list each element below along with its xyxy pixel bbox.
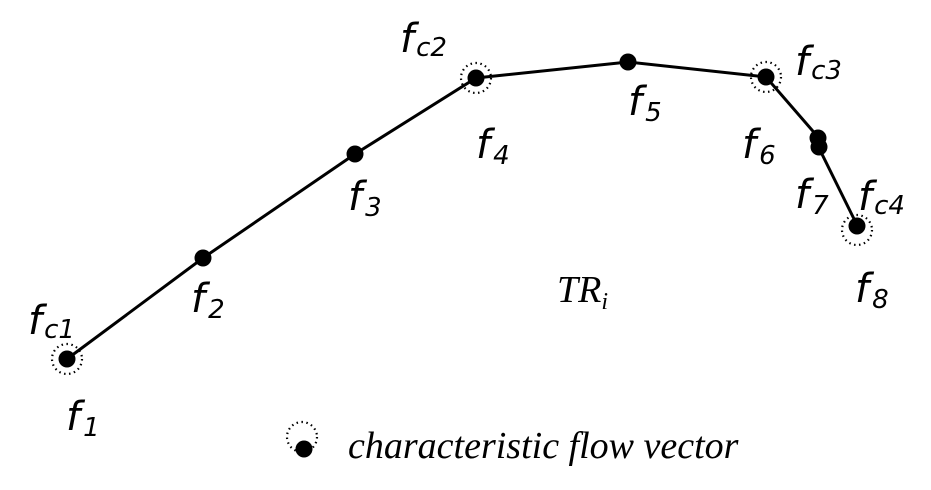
flow-point-f2 <box>194 249 212 267</box>
trajectory-line <box>66 60 859 361</box>
flow-point-f7b <box>810 138 828 156</box>
label-fc2: fc2 <box>400 16 447 63</box>
characteristic-marker-f8 <box>840 213 874 247</box>
flow-point-f1 <box>58 350 76 368</box>
label-fc4: fc4 <box>858 174 905 221</box>
label-fc3: fc3 <box>795 39 842 86</box>
characteristic-marker-f6 <box>749 60 783 94</box>
characteristic-marker-f4 <box>459 61 493 95</box>
legend-label: characteristic flow vector <box>348 425 739 467</box>
characteristic-marker-f1 <box>50 342 84 376</box>
flow-point-f8 <box>848 217 866 235</box>
trajectory-label: TRi <box>557 269 608 315</box>
legend-characteristic-marker <box>285 420 319 454</box>
flow-point-f4 <box>467 69 485 87</box>
label-fc1: fc1 <box>28 298 75 345</box>
legend: characteristic flow vector <box>285 420 739 467</box>
flow-point-f5 <box>619 53 637 71</box>
flow-point-f3 <box>346 145 364 163</box>
legend-flow-point-icon <box>295 440 313 458</box>
flow-point-f6 <box>757 68 775 86</box>
